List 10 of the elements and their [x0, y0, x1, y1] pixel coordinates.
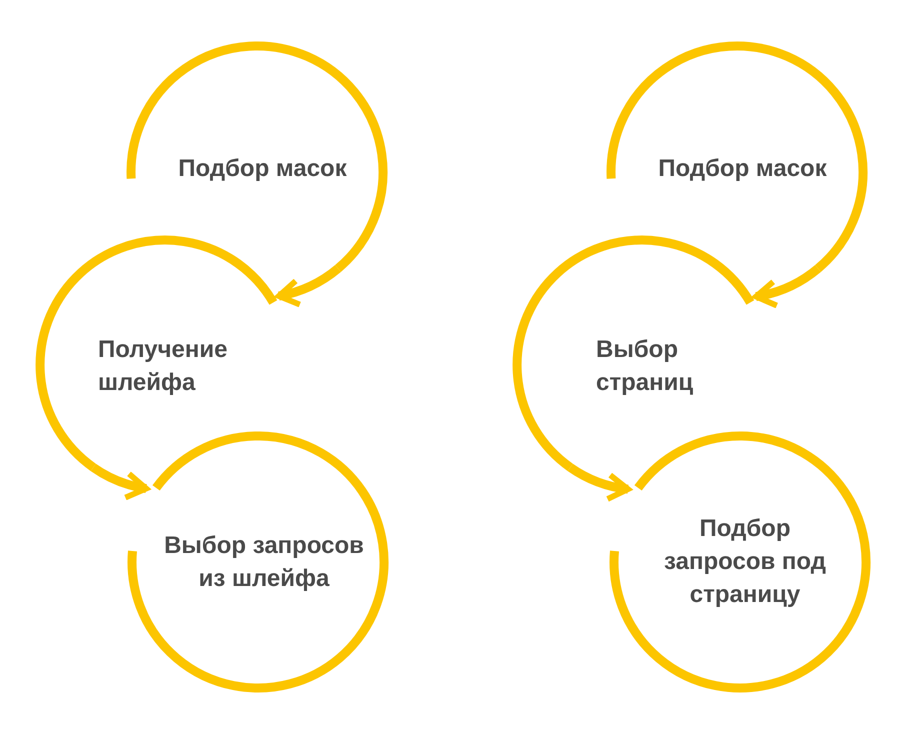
- step-label: Подбор масок: [657, 154, 828, 184]
- step-label: Получение шлейфа: [98, 335, 228, 398]
- arrow: [90, 464, 150, 500]
- step-label: Выбор запросов из шлейфа: [163, 531, 365, 594]
- step-label: Выбор страниц: [596, 335, 694, 398]
- step-label: Подбор запросов под страницу: [663, 514, 827, 610]
- arrow: [753, 264, 821, 308]
- arrow: [276, 264, 341, 306]
- arrow: [568, 464, 631, 501]
- step-label: Подбор масок: [177, 154, 348, 184]
